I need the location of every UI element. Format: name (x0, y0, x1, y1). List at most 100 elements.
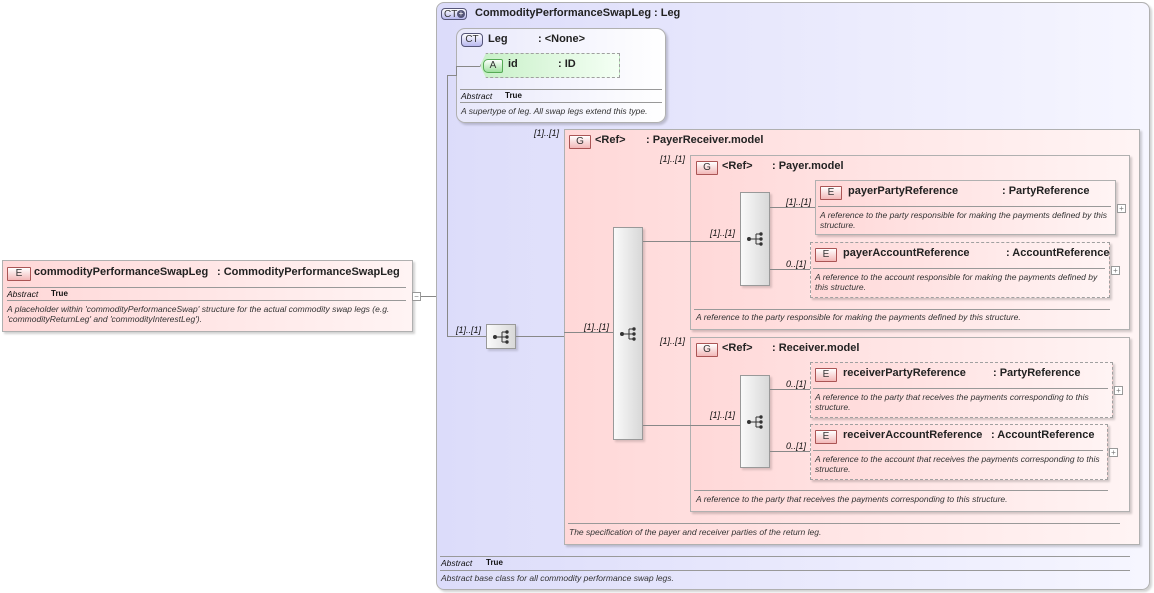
element-name: receiverPartyReference (843, 367, 966, 379)
connector (643, 425, 690, 426)
cardinality: [1]..[1] (710, 228, 736, 238)
element-payer-party-reference[interactable]: E payerPartyReference : PartyReference A… (815, 180, 1116, 235)
connector (643, 241, 690, 242)
element-receiver-account-reference[interactable]: E receiverAccountReference : AccountRefe… (810, 424, 1108, 480)
group-description: A reference to the party that receives t… (696, 494, 1008, 504)
attribute-type: : ID (558, 58, 576, 70)
sequence-compositor[interactable] (740, 192, 770, 286)
element-description: A reference to the party that receives t… (815, 392, 1089, 412)
expand-toggle[interactable]: + (1117, 204, 1126, 213)
abstract-value: True (486, 558, 503, 567)
sequence-compositor[interactable] (740, 375, 770, 468)
abstract-value: True (51, 289, 68, 298)
element-description: A reference to the party responsible for… (820, 210, 1107, 230)
element-name: commodityPerformanceSwapLeg (34, 266, 209, 278)
expand-toggle[interactable]: + (1111, 266, 1120, 275)
cardinality: [1]..[1] (456, 325, 482, 335)
element-badge: E (7, 267, 31, 281)
group-badge: G (696, 161, 718, 175)
base-type-type: : <None> (538, 33, 586, 45)
abstract-value: True (505, 91, 522, 100)
element-type: : AccountReference (991, 429, 1095, 441)
sequence-icon (619, 327, 637, 341)
base-type-name: Leg (488, 33, 508, 45)
group-ref: <Ref> (722, 342, 753, 354)
connector (421, 296, 436, 297)
cardinality: 0..[1] (786, 379, 807, 389)
element-payer-account-reference[interactable]: E payerAccountReference : AccountReferen… (810, 242, 1110, 298)
element-name: payerAccountReference (843, 247, 970, 259)
element-type: : CommodityPerformanceSwapLeg (217, 266, 400, 278)
abstract-label: Abstract (7, 289, 39, 299)
divider (568, 523, 1120, 524)
connector (447, 75, 456, 76)
attribute-id[interactable] (480, 53, 620, 78)
sequence-icon (746, 415, 764, 429)
group-description: The specification of the payer and recei… (569, 527, 822, 537)
divider (813, 388, 1108, 389)
connector (770, 389, 810, 390)
group-name: : Payer.model (772, 160, 844, 172)
connector (447, 75, 448, 337)
divider (818, 206, 1111, 207)
cardinality: [1]..[1] (660, 336, 686, 346)
sequence-compositor[interactable] (613, 227, 643, 440)
connector (770, 269, 810, 270)
collapse-toggle[interactable]: − (412, 292, 421, 301)
group-badge: G (696, 343, 718, 357)
connector (516, 336, 564, 337)
abstract-label: Abstract (461, 91, 493, 101)
connector (770, 451, 810, 452)
element-type: : AccountReference (1006, 247, 1110, 259)
element-type: : PartyReference (1002, 185, 1090, 197)
divider (813, 450, 1103, 451)
sequence-icon (746, 232, 764, 246)
attribute-badge: A (483, 59, 503, 73)
connector (770, 207, 815, 208)
element-name: receiverAccountReference (843, 429, 983, 441)
complex-type-description: Abstract base class for all commodity pe… (441, 573, 674, 583)
expand-toggle[interactable]: + (1114, 386, 1123, 395)
cardinality: [1]..[1] (534, 128, 560, 138)
sequence-compositor[interactable] (486, 324, 516, 349)
complex-type-icon: CT (461, 33, 483, 47)
complex-type-name: CommodityPerformanceSwapLeg (475, 7, 652, 19)
divider (440, 570, 1130, 571)
element-description: A reference to the account responsible f… (815, 272, 1098, 292)
connector (564, 332, 613, 333)
divider (694, 309, 1110, 310)
root-element[interactable]: E commodityPerformanceSwapLeg : Commodit… (2, 260, 413, 332)
group-ref: <Ref> (595, 134, 626, 146)
element-name: payerPartyReference (848, 185, 959, 197)
divider (440, 556, 1130, 557)
element-badge: E (815, 248, 837, 262)
element-badge: E (815, 430, 837, 444)
base-type-description: A supertype of leg. All swap legs extend… (461, 106, 648, 116)
abstract-label: Abstract (441, 558, 473, 568)
element-receiver-party-reference[interactable]: E receiverPartyReference : PartyReferenc… (810, 362, 1113, 418)
sequence-icon (492, 330, 510, 344)
divider (460, 102, 662, 103)
connector (456, 66, 457, 76)
connector (456, 66, 480, 67)
cardinality: 0..[1] (786, 259, 807, 269)
cardinality: [1]..[1] (710, 410, 736, 420)
divider (694, 490, 1108, 491)
complex-type-base: : Leg (654, 7, 681, 19)
connector (690, 425, 740, 426)
group-name: : PayerReceiver.model (646, 134, 764, 146)
element-description: A reference to the account that receives… (815, 454, 1100, 474)
plus-icon: + (457, 9, 465, 18)
cardinality: 0..[1] (786, 441, 807, 451)
element-type: : PartyReference (993, 367, 1081, 379)
element-badge: E (820, 186, 842, 200)
attribute-name: id (508, 58, 518, 70)
expand-toggle[interactable]: + (1109, 448, 1118, 457)
divider (460, 89, 662, 90)
connector (690, 241, 740, 242)
connector (447, 336, 486, 337)
group-name: : Receiver.model (772, 342, 860, 354)
divider (7, 287, 406, 288)
group-description: A reference to the party responsible for… (696, 312, 1021, 322)
group-badge: G (569, 135, 591, 149)
